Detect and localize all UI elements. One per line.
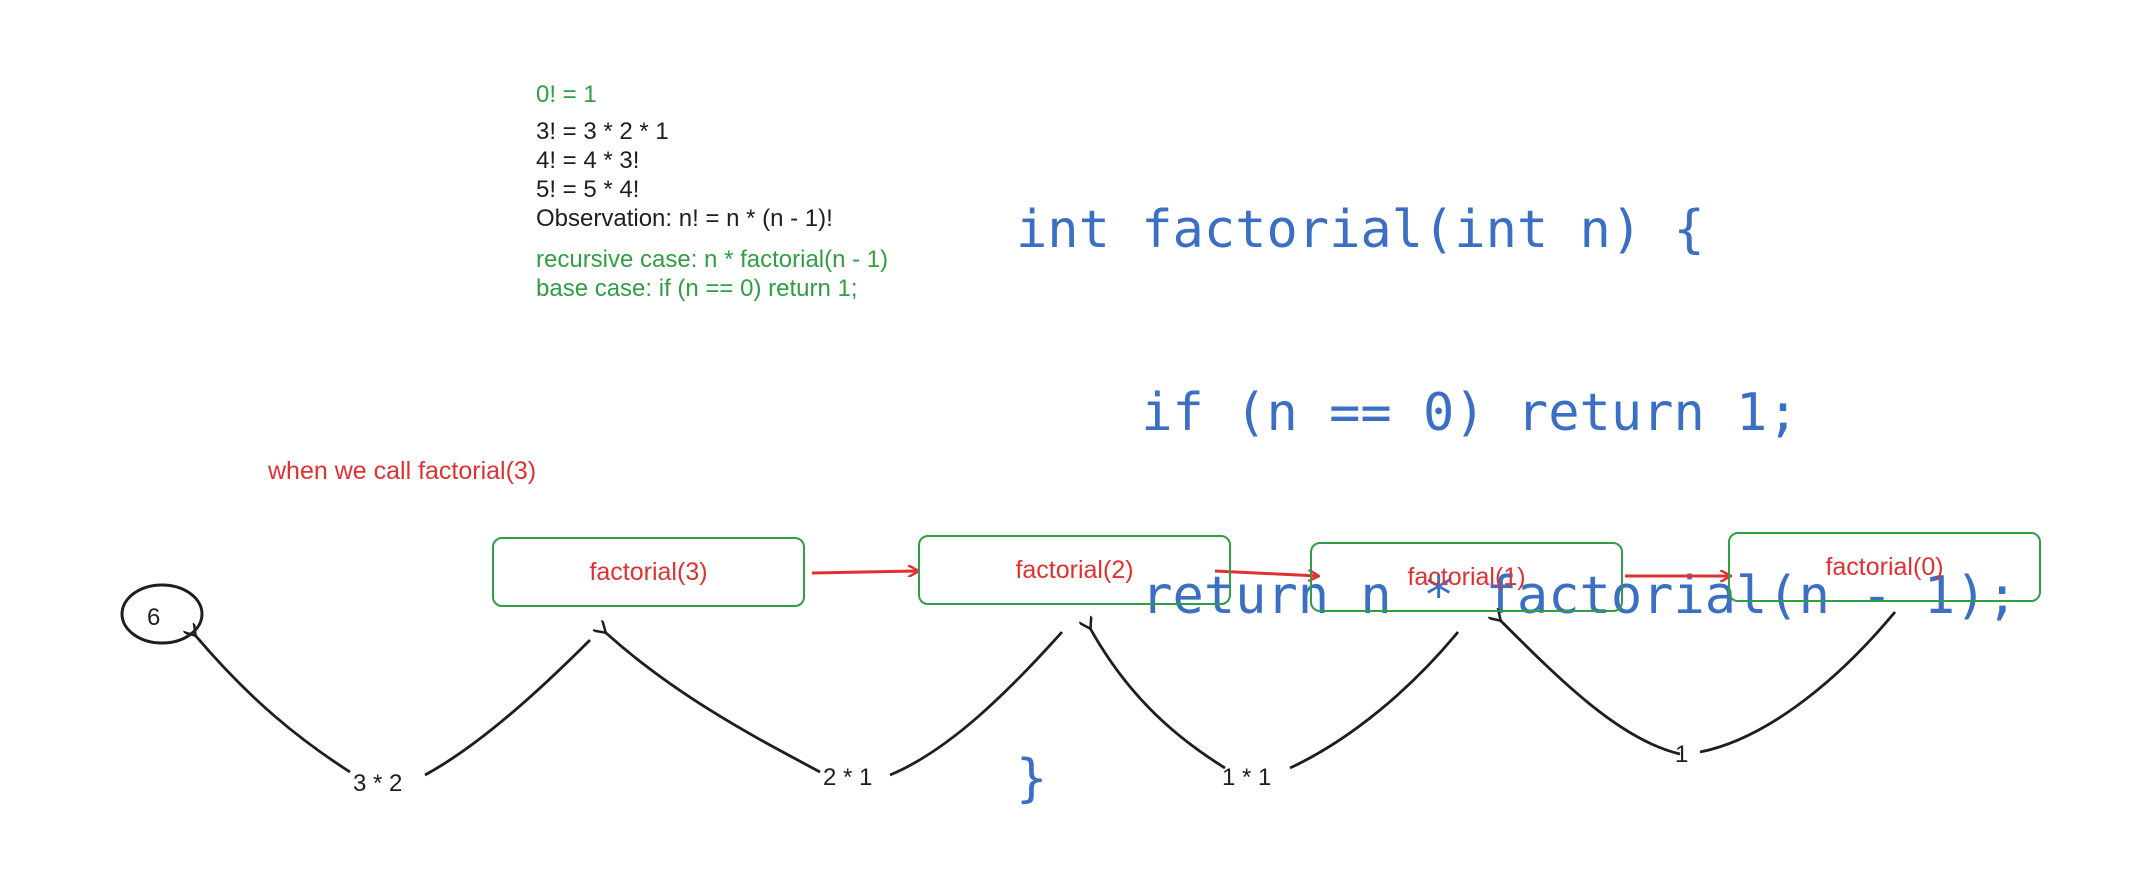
- code-block: int factorial(int n) { if (n == 0) retur…: [1016, 78, 2018, 871]
- call-arrow-2-to-1: [1214, 569, 1318, 576]
- base-identity-note: 0! = 1: [536, 81, 597, 108]
- final-result-value: 6: [147, 604, 161, 631]
- return-value-label: 2 * 1: [823, 764, 873, 791]
- return-arrow-1-to-2: [1090, 628, 1460, 770]
- call-arrow-3-to-2: [811, 571, 918, 573]
- code-line: if (n == 0) return 1;: [1016, 383, 1799, 443]
- call-box: factorial(1): [1310, 542, 1623, 612]
- return-value-label: 1 * 1: [1222, 764, 1272, 791]
- base-case-note: base case: if (n == 0) return 1;: [536, 275, 858, 302]
- example-note: 5! = 5 * 4!: [536, 176, 640, 203]
- return-arrow-3-to-result: [195, 635, 591, 777]
- call-diagram-connectors: [120, 0, 1897, 777]
- return-value-label: 3 * 2: [353, 770, 403, 797]
- diagram-caption: when we call factorial(3): [268, 457, 537, 485]
- return-arrow-2-to-3: [605, 632, 1064, 777]
- notes-block: 0! = 1 3! = 3 * 2 * 1 4! = 4 * 3! 5! = 5…: [536, 80, 888, 303]
- result-circle: [120, 583, 204, 645]
- call-box: factorial(2): [918, 535, 1231, 605]
- recursive-case-note: recursive case: n * factorial(n - 1): [536, 246, 889, 273]
- example-note: 3! = 3 * 2 * 1: [536, 118, 669, 145]
- code-line: }: [1016, 749, 1048, 809]
- code-line: return n * factorial(n - 1);: [1016, 566, 2018, 626]
- call-box: factorial(3): [492, 537, 805, 607]
- return-value-label: 1: [1675, 741, 1689, 768]
- return-arrow-0-to-1: [1500, 612, 1897, 756]
- observation-note: Observation: n! = n * (n - 1)!: [536, 205, 833, 232]
- call-box: factorial(0): [1728, 532, 2041, 602]
- code-line: int factorial(int n) {: [1016, 200, 1705, 260]
- example-note: 4! = 4 * 3!: [536, 147, 640, 174]
